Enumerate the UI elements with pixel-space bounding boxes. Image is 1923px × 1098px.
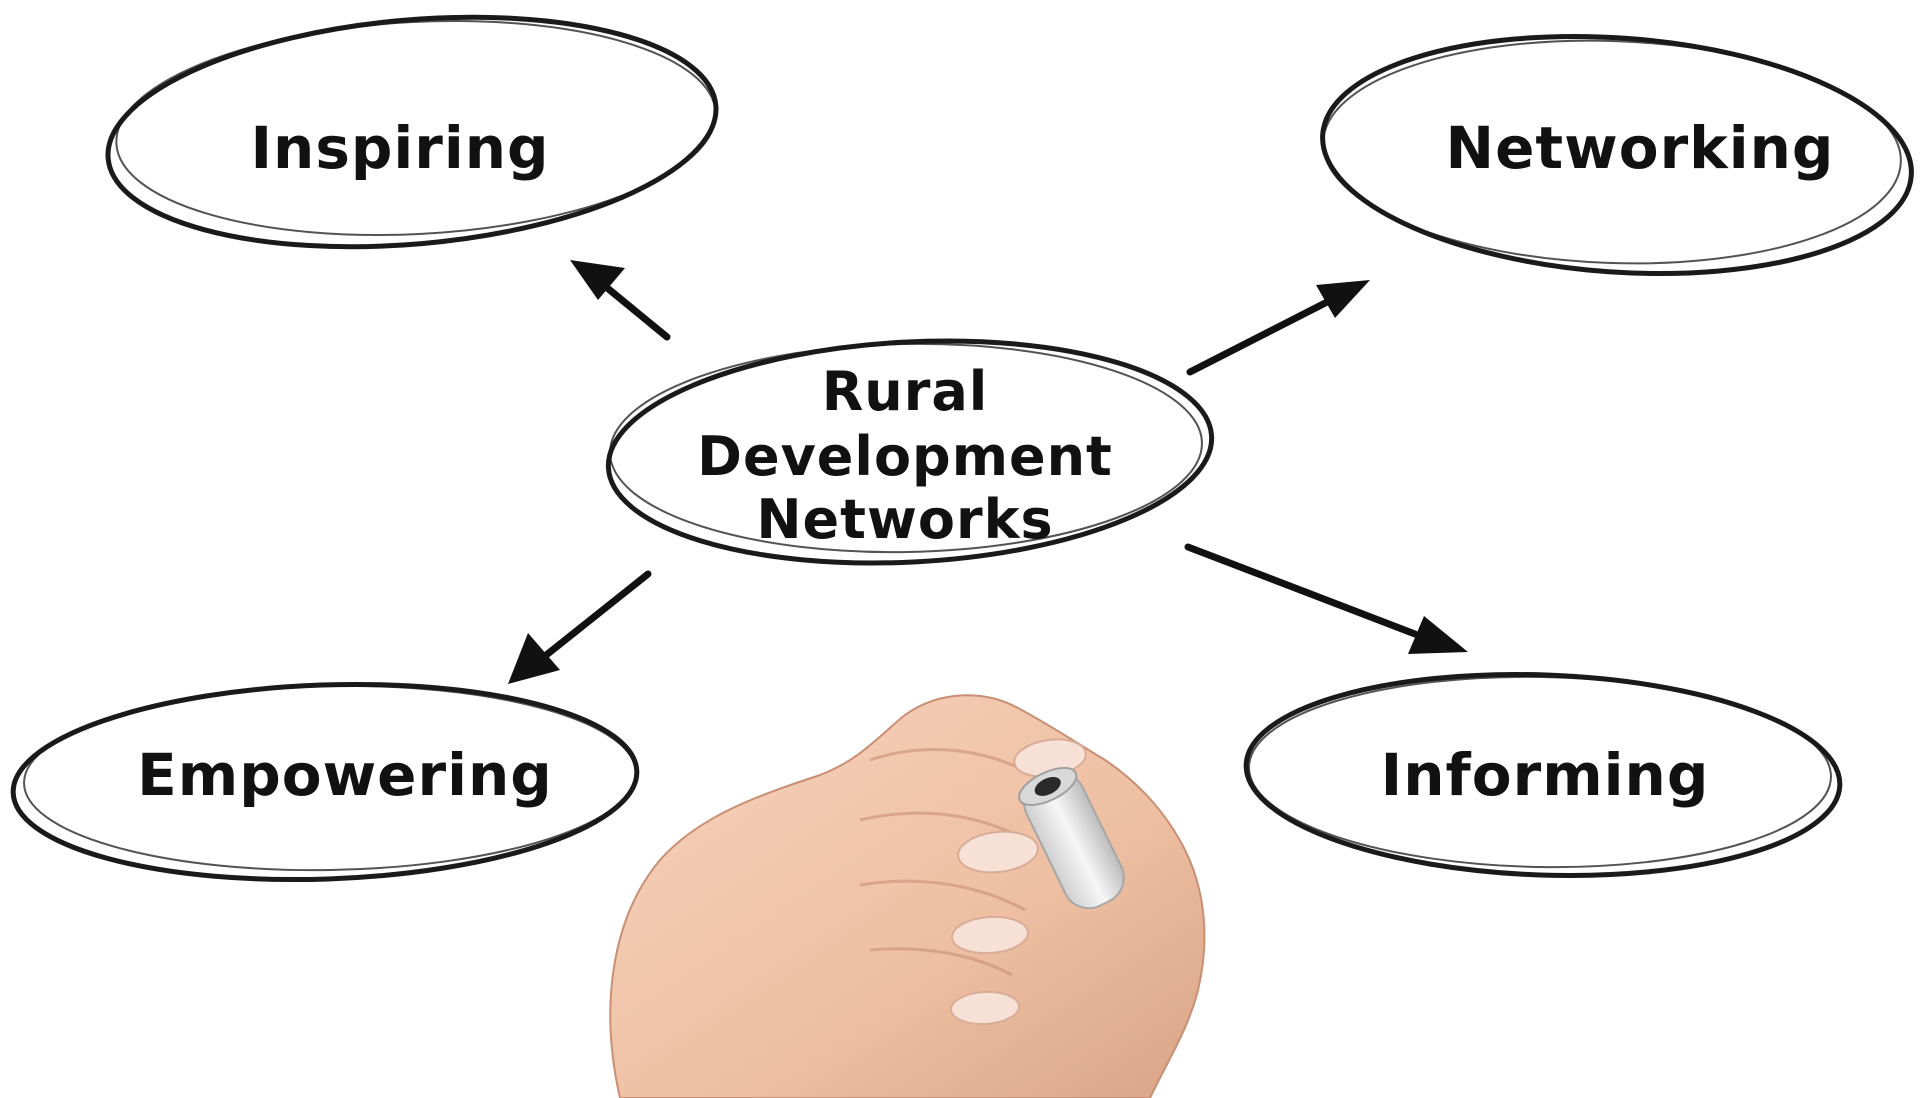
node-informing: Informing	[1243, 672, 1843, 878]
edge-center-to-networking	[1186, 280, 1370, 376]
fingernail-index	[957, 830, 1039, 874]
arrow-up-left-icon	[570, 260, 625, 300]
node-center-oval-stroke	[609, 342, 1203, 554]
node-inspiring-oval-stroke	[115, 19, 717, 237]
node-networking-oval	[1320, 33, 1914, 277]
node-networking-oval-stroke	[1322, 39, 1902, 265]
edge-center-to-informing	[1184, 543, 1468, 654]
node-inspiring-oval	[105, 14, 719, 250]
edge-center-to-empowering-line	[536, 570, 652, 664]
marker-pen	[1018, 766, 1125, 910]
hand-holding-marker-icon	[609, 694, 1206, 1098]
center-label-line-3: Networks	[756, 488, 1053, 551]
edge-center-to-informing-line	[1184, 543, 1419, 638]
node-networking-label: Networking	[1446, 114, 1835, 182]
edge-center-to-empowering	[508, 570, 652, 684]
node-empowering: Empowering	[10, 681, 640, 883]
edge-center-to-inspiring-line	[596, 278, 671, 341]
fingernail-middle	[951, 915, 1029, 955]
arrow-up-right-icon	[1316, 280, 1370, 318]
arrow-down-right-icon	[1408, 616, 1468, 654]
fingernail-ring	[950, 990, 1020, 1026]
node-inspiring-label: Inspiring	[250, 114, 549, 182]
node-empowering-label: Empowering	[137, 741, 553, 809]
node-informing-oval-stroke	[1248, 675, 1832, 869]
arrow-down-left-icon	[508, 633, 560, 684]
node-center: Rural Development Networks	[605, 338, 1215, 566]
node-informing-label: Informing	[1381, 741, 1710, 809]
node-center-oval	[605, 338, 1215, 566]
center-label-line-2: Development	[697, 425, 1113, 488]
edge-center-to-inspiring	[570, 260, 671, 341]
node-networking: Networking	[1320, 33, 1914, 277]
node-empowering-oval-stroke	[23, 684, 637, 872]
edge-center-to-networking-line	[1186, 294, 1339, 376]
node-informing-oval	[1243, 672, 1843, 878]
center-label-line-1: Rural	[822, 360, 989, 423]
node-inspiring: Inspiring	[105, 14, 719, 250]
